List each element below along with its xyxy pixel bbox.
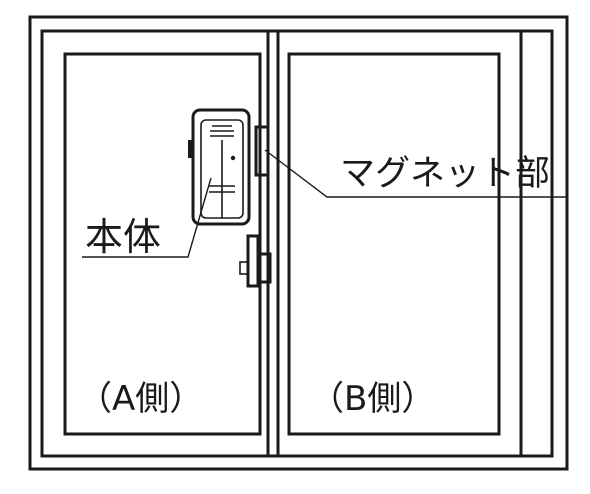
leader-lines <box>82 149 568 258</box>
alarm-main-unit <box>188 108 251 226</box>
label-side-a: （A側） <box>78 379 203 419</box>
label-main-unit: 本体 <box>85 215 161 259</box>
indicator-lamp-icon <box>230 155 236 161</box>
sash-b <box>266 29 523 458</box>
label-side-b: （B側） <box>310 379 435 419</box>
alarm-magnet <box>254 125 270 177</box>
window-latch <box>239 234 272 288</box>
speaker-grille-icon <box>210 125 234 137</box>
label-magnet: マグネット部 <box>340 154 550 194</box>
sash-a <box>40 29 280 458</box>
